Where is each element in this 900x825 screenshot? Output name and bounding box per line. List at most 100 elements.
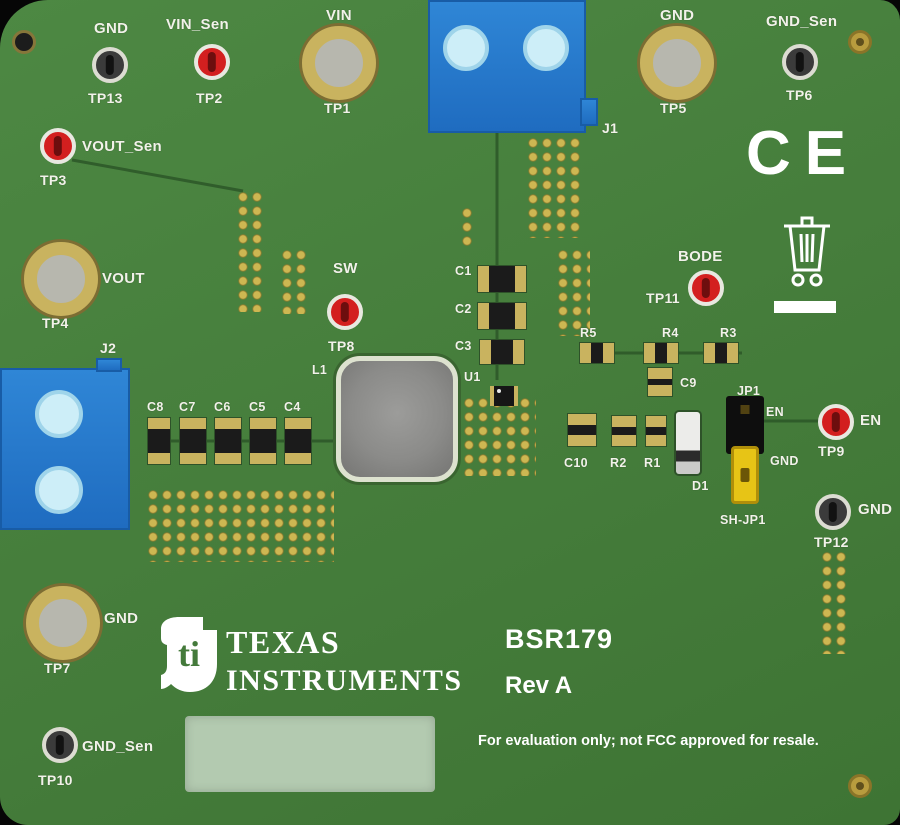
- tp2-ref-label: TP2: [196, 90, 223, 106]
- via-grid-right-col: [820, 550, 848, 654]
- tp4-net-label: VOUT: [102, 270, 145, 287]
- r4-ref-label: R4: [662, 326, 679, 340]
- tp1-net-label: VIN: [326, 7, 352, 24]
- testpoint-tp8: [327, 294, 363, 330]
- c7-ref-label: C7: [179, 400, 196, 414]
- capacitor-c7: [180, 418, 206, 464]
- diode-d1: [676, 412, 700, 474]
- c8-ref-label: C8: [147, 400, 164, 414]
- tp5-net-label: GND: [660, 7, 695, 24]
- jumper-shunt-sh-jp1: [731, 446, 759, 504]
- via-grid-bottom-left: [146, 488, 334, 562]
- jp1-ref-label: JP1: [737, 384, 761, 398]
- testpoint-tp2: [194, 44, 230, 80]
- testpoint-tp7: [26, 586, 100, 660]
- tp7-ref-label: TP7: [44, 660, 71, 676]
- capacitor-c8: [148, 418, 170, 464]
- inductor-l1: [336, 356, 458, 482]
- j1-tab: [580, 98, 598, 126]
- j1-ref-label: J1: [602, 120, 619, 136]
- tp8-ref-label: TP8: [328, 338, 355, 354]
- jp1-pin-en-label: EN: [766, 405, 784, 419]
- tp13-net-label: GND: [94, 20, 129, 37]
- j2-tab: [96, 358, 122, 372]
- jumper-header-jp1: [726, 396, 764, 454]
- resistor-r1: [646, 416, 666, 446]
- testpoint-tp9: [818, 404, 854, 440]
- tp3-net-label: VOUT_Sen: [82, 138, 162, 155]
- d1-ref-label: D1: [692, 479, 709, 493]
- testpoint-tp5: [640, 26, 714, 100]
- testpoint-tp6: [782, 44, 818, 80]
- resistor-r2: [612, 416, 636, 446]
- r5-ref-label: R5: [580, 326, 597, 340]
- r3-ref-label: R3: [720, 326, 737, 340]
- tp6-ref-label: TP6: [786, 87, 813, 103]
- testpoint-tp1: [302, 26, 376, 100]
- jp1-pin-gnd-label: GND: [770, 454, 799, 468]
- tp9-net-label: EN: [860, 412, 882, 429]
- tp1-ref-label: TP1: [324, 100, 351, 116]
- mount-hole-top-right: [848, 30, 872, 54]
- via-grid-center-right: [556, 248, 590, 336]
- tp10-ref-label: TP10: [38, 772, 73, 788]
- u1-ref-label: U1: [464, 370, 481, 384]
- via-grid-left-col2: [280, 248, 308, 314]
- testpoint-tp13: [92, 47, 128, 83]
- c2-ref-label: C2: [455, 302, 472, 316]
- blank-label-sticker: [185, 716, 435, 792]
- board-model-text: BSR179: [505, 624, 614, 654]
- testpoint-tp3: [40, 128, 76, 164]
- l1-ref-label: L1: [312, 363, 328, 377]
- c3-ref-label: C3: [455, 339, 472, 353]
- ti-logo-icon: ti: [158, 614, 222, 702]
- capacitor-c10: [568, 414, 596, 446]
- tp12-ref-label: TP12: [814, 534, 849, 550]
- sh-jp1-label: SH-JP1: [720, 513, 766, 527]
- ce-mark: CE: [746, 119, 861, 188]
- c10-ref-label: C10: [564, 456, 588, 470]
- tp3-ref-label: TP3: [40, 172, 67, 188]
- j2-hole-bottom: [35, 466, 83, 514]
- terminal-block-j2: [0, 368, 130, 530]
- tp11-net-label: BODE: [678, 248, 723, 265]
- capacitor-c4: [285, 418, 311, 464]
- tp2-net-label: VIN_Sen: [166, 16, 229, 33]
- resistor-r5: [580, 343, 614, 363]
- testpoint-tp12: [815, 494, 851, 530]
- tp8-net-label: SW: [333, 260, 358, 277]
- capacitor-c2: [478, 303, 526, 329]
- board-rev-text: Rev A: [505, 672, 573, 699]
- via-grid-left-col1: [236, 190, 264, 312]
- fcc-disclaimer-text: For evaluation only; not FCC approved fo…: [478, 733, 819, 749]
- tp11-ref-label: TP11: [646, 290, 680, 306]
- weee-icon: [776, 208, 838, 296]
- r2-ref-label: R2: [610, 456, 627, 470]
- ti-logo-text-line2: INSTRUMENTS: [226, 664, 463, 697]
- mount-hole-bottom-right: [848, 774, 872, 798]
- via-grid-center-small: [460, 206, 476, 250]
- ic-u1: [490, 386, 518, 406]
- testpoint-tp10: [42, 727, 78, 763]
- testpoint-tp11: [688, 270, 724, 306]
- tp4-ref-label: TP4: [42, 315, 69, 331]
- c9-ref-label: C9: [680, 376, 697, 390]
- resistor-r3: [704, 343, 738, 363]
- j1-hole-left: [443, 25, 489, 71]
- c4-ref-label: C4: [284, 400, 301, 414]
- tp5-ref-label: TP5: [660, 100, 687, 116]
- j2-hole-top: [35, 390, 83, 438]
- ti-logo-text-line1: TEXAS: [226, 624, 341, 660]
- tp12-net-label: GND: [858, 501, 893, 518]
- svg-text:ti: ti: [178, 634, 200, 674]
- capacitor-c1: [478, 266, 526, 292]
- tp6-net-label: GND_Sen: [766, 13, 838, 30]
- resistor-r4: [644, 343, 678, 363]
- tp7-net-label: GND: [104, 610, 139, 627]
- capacitor-c3: [480, 340, 524, 364]
- via-grid-under-j1: [526, 136, 584, 238]
- tp9-ref-label: TP9: [818, 443, 845, 459]
- tp10-net-label: GND_Sen: [82, 738, 154, 755]
- c1-ref-label: C1: [455, 264, 472, 278]
